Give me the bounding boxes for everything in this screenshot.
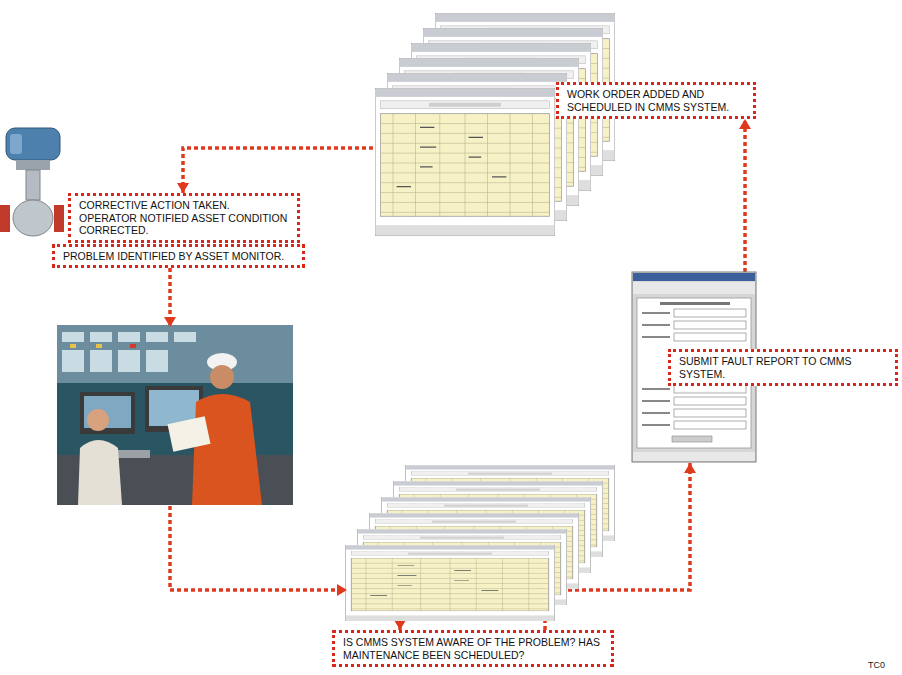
form-field [674,321,746,329]
form-titlebar [633,273,755,281]
callout-box: WORK ORDER ADDED AND SCHEDULED IN CMMS S… [556,82,756,119]
photo-background [57,325,293,505]
flow-arrowhead [684,463,696,473]
form-heading-bar [660,302,730,305]
callout-box: PROBLEM IDENTIFIED BY ASSET MONITOR. [52,244,305,269]
monitor [80,392,135,434]
form-field [674,309,746,317]
panel-tile [174,332,196,342]
field-label [642,412,670,414]
valve-actuator [6,128,60,160]
valve-flange [0,205,10,232]
actuator-highlight [10,134,22,154]
panel-tile [146,350,168,372]
form-toolbar [633,282,755,294]
callout-text: WORK ORDER ADDED AND SCHEDULED IN CMMS S… [567,88,745,113]
form-statusbar [633,452,755,461]
form-field-labels [642,312,670,426]
callout-text: IS CMMS SYSTEM AWARE OF THE PROBLEM? HAS… [343,636,603,661]
panel-tile [90,332,112,342]
callout-box: CORRECTIVE ACTION TAKEN. OPERATOR NOTIFI… [68,193,300,243]
form-field [674,397,746,405]
technician-body [192,394,262,505]
control-room-photo [57,325,293,505]
cmms-screen-stack [375,13,615,236]
form-field [674,385,746,393]
operator-body [78,440,122,505]
operator-head [87,409,109,431]
callout-text: CORRECTIVE ACTION TAKEN. OPERATOR NOTIFI… [79,199,289,237]
valve-yoke [26,170,40,200]
actuator-base [16,160,50,170]
control-panel-wall [57,325,293,383]
cmms-screen [345,545,555,621]
callout-box: SUBMIT FAULT REPORT TO CMMS SYSTEM. [668,349,898,386]
callout-text: SUBMIT FAULT REPORT TO CMMS SYSTEM. [679,355,887,380]
field-label [642,336,670,338]
field-label [642,400,670,402]
form-field [674,409,746,417]
technician-head [210,365,234,389]
panel-tile [90,350,112,372]
indicator-lamp [96,344,102,348]
panel-tile [62,350,84,372]
field-label [642,324,670,326]
form-field [674,333,746,341]
arrowhead [177,183,189,193]
panel-tile [118,350,140,372]
panel-tile [146,332,168,342]
valve-flange [54,205,64,232]
arrowhead [394,620,406,630]
panel-tile [118,332,140,342]
cmms-screen-stack [345,465,615,621]
field-label [642,424,670,426]
control-valve [0,128,64,236]
form-button [672,436,712,442]
arrowhead [739,119,751,129]
panel-lights [62,332,196,372]
cmms-screen [375,88,555,236]
figure-code: TC0 [868,660,885,670]
indicator-lamp [70,344,76,348]
field-label [642,388,670,390]
form-field [674,421,746,429]
callout-box: IS CMMS SYSTEM AWARE OF THE PROBLEM? HAS… [332,630,614,667]
valve-body [13,200,53,236]
field-label [642,312,670,314]
flow-arrowhead [164,317,176,327]
flow-arrowhead [337,584,347,596]
panel-tile [62,332,84,342]
indicator-lamp [130,344,136,348]
document-sheet [168,416,211,451]
callout-text: PROBLEM IDENTIFIED BY ASSET MONITOR. [63,250,294,263]
